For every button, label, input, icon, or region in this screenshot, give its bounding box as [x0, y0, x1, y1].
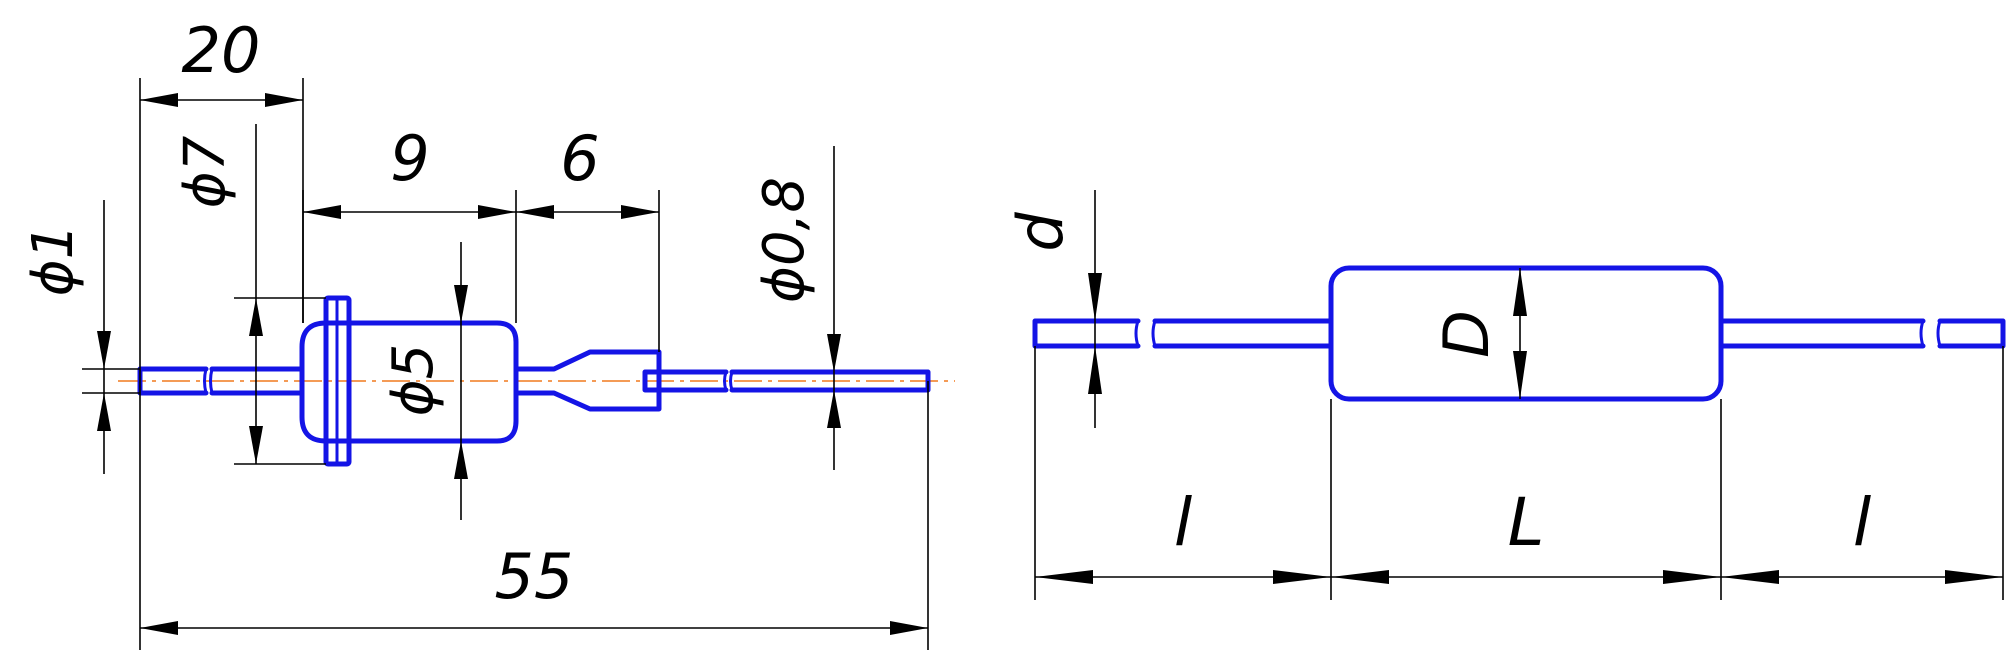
dim-9: 9	[390, 122, 429, 195]
right-lead	[642, 369, 931, 393]
generic-component-drawing: l L l d D	[1004, 190, 2006, 600]
lead-break-right	[723, 370, 734, 392]
dim-d5: ϕ5	[381, 344, 446, 417]
diode-body	[299, 320, 519, 444]
extension-lines	[82, 78, 929, 650]
right-lead-r	[1718, 318, 2006, 349]
dim-l-left: l	[1174, 484, 1193, 561]
component-outline	[1032, 265, 2006, 402]
diode-drawing: 20 9 6 55 ϕ1 ϕ7 ϕ5 ϕ0,8	[21, 14, 955, 650]
arrowheads	[97, 93, 928, 635]
dim-d1: ϕ1	[21, 224, 86, 297]
lead-break-right-r	[1919, 319, 1942, 348]
dim-6: 6	[560, 122, 599, 195]
left-lead-r	[1032, 318, 1334, 349]
dim-l-right: l	[1853, 484, 1872, 561]
dim-20: 20	[182, 14, 261, 87]
lead-break-left	[203, 367, 214, 395]
dim-L: L	[1508, 484, 1545, 561]
arrowheads-r	[1035, 268, 2003, 584]
dim-d: d	[1004, 212, 1077, 252]
dim-d7: ϕ7	[173, 135, 238, 208]
extension-lines-r	[1034, 346, 2004, 600]
dim-D: D	[1430, 310, 1503, 358]
component-body	[1328, 265, 1724, 402]
dim-d08: ϕ0,8	[752, 177, 817, 303]
dim-55: 55	[495, 540, 574, 613]
diode-neck	[513, 349, 662, 412]
lead-break-left-r	[1134, 319, 1157, 348]
